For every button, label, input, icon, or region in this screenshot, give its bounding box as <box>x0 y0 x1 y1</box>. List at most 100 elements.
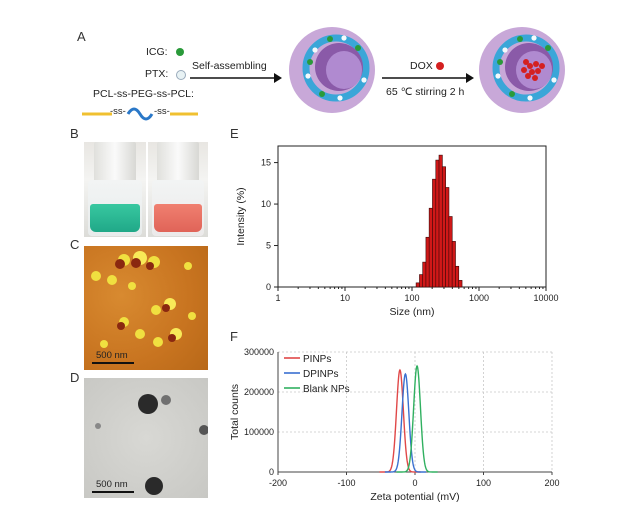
np-membrane <box>302 34 370 102</box>
histogram-bar <box>451 241 456 288</box>
y-tick-label: 15 <box>261 158 271 168</box>
tem-particle <box>138 394 158 414</box>
dox-cluster <box>521 59 545 81</box>
polymer-ss-left: -ss- <box>110 106 126 117</box>
x-tick-label: -200 <box>269 478 287 488</box>
y-tick-label: 200000 <box>244 387 274 397</box>
icg-molecule <box>355 45 361 51</box>
nanoparticle-dox-loaded <box>479 27 565 113</box>
panel-label-e: E <box>230 126 239 141</box>
histogram-bar <box>448 216 453 288</box>
ptx-molecule <box>312 47 318 53</box>
icg-dot <box>176 48 184 56</box>
series-line-1 <box>384 372 426 473</box>
dox-dot <box>436 62 444 70</box>
panel-label-c: C <box>70 237 80 252</box>
tem-particle <box>199 425 208 435</box>
y-tick-label: 100000 <box>244 427 274 437</box>
icg-molecule <box>497 59 503 65</box>
ptx-molecule <box>305 73 311 79</box>
dox-label: DOX <box>410 60 433 72</box>
ptx-molecule <box>337 95 343 101</box>
panel-label-f: F <box>230 329 238 344</box>
x-tick-label: 0 <box>412 478 417 488</box>
y-axis-label: Total counts <box>229 384 241 440</box>
ptx-molecule <box>502 47 508 53</box>
x-tick-label: -100 <box>337 478 355 488</box>
histogram-bar <box>441 166 446 288</box>
peg-segment <box>126 107 154 121</box>
plot-frame <box>277 145 547 288</box>
y-tick-label: 0 <box>269 467 274 477</box>
stirring-label: 65 ℃ stirring 2 h <box>386 86 465 98</box>
y-tick-label: 5 <box>266 241 271 251</box>
histogram-bar <box>438 154 443 288</box>
polymer-label: PCL-ss-PEG-ss-PCL: <box>93 88 194 100</box>
ptx-molecule <box>495 73 501 79</box>
icg-label: ICG: <box>146 46 168 58</box>
y-tick-label: 300000 <box>244 347 274 357</box>
ptx-molecule <box>551 77 557 83</box>
ptx-dot <box>176 70 186 80</box>
icg-molecule <box>319 91 325 97</box>
arrow-drug-loading <box>382 73 474 83</box>
x-tick-label: 200 <box>544 478 559 488</box>
tem-image: 500 nm <box>84 378 208 498</box>
x-tick-label: 10000 <box>533 293 558 303</box>
histogram-bar <box>422 261 427 288</box>
histogram-bar <box>432 178 437 288</box>
histogram-bar <box>445 187 450 288</box>
icg-molecule <box>327 36 333 42</box>
panel-label-d: D <box>70 370 80 385</box>
ptx-molecule <box>531 35 537 41</box>
histogram-bar <box>435 159 440 288</box>
tem-particle <box>145 477 163 495</box>
histogram-bar <box>428 207 433 288</box>
tem-scale-label: 500 nm <box>96 479 128 490</box>
nanoparticle-empty <box>289 27 375 113</box>
ptx-molecule <box>341 35 347 41</box>
icg-molecule <box>307 59 313 65</box>
y-tick-label: 0 <box>266 282 271 292</box>
panel-label-b: B <box>70 126 79 141</box>
polymer-ss-right: -ss- <box>154 106 170 117</box>
icg-molecule <box>517 36 523 42</box>
histogram-bar <box>419 274 424 288</box>
ptx-label: PTX: <box>145 68 169 80</box>
histogram-bar <box>455 265 460 288</box>
ptx-molecule <box>361 77 367 83</box>
legend-label-2: Blank NPs <box>303 384 350 395</box>
afm-particles <box>91 251 196 348</box>
afm-image: 500 nm <box>84 246 208 370</box>
polymer-diagram <box>82 107 198 121</box>
zeta-potential-chart: -200 -100 0 100 200 0 100000 200000 300000PINPsD… <box>229 347 560 503</box>
x-tick-label: 10 <box>340 293 350 303</box>
tem-particle <box>161 395 171 405</box>
y-tick-label: 10 <box>261 199 271 209</box>
tem-particle <box>95 423 101 429</box>
histogram-bar <box>425 236 430 288</box>
icg-molecule <box>509 91 515 97</box>
np-cavity-inner <box>326 51 362 89</box>
x-tick-label: 100 <box>476 478 491 488</box>
x-tick-label: 100 <box>404 293 419 303</box>
x-tick-label: 1 <box>275 293 280 303</box>
self-assembling-label: Self-assembling <box>192 60 267 72</box>
afm-scale-label: 500 nm <box>96 350 128 361</box>
histogram-bar <box>415 282 420 288</box>
legend-label-0: PINPs <box>303 354 331 365</box>
np-membrane <box>492 34 560 102</box>
x-axis-label: Zeta potential (mV) <box>370 491 459 503</box>
histogram-bar <box>458 280 463 288</box>
ptx-molecule <box>527 95 533 101</box>
panel-label-a: A <box>77 29 86 44</box>
photo-vial-red <box>148 142 208 237</box>
x-axis-label: Size (nm) <box>390 306 435 318</box>
y-axis-label: Intensity (%) <box>235 187 247 245</box>
arrow-self-assembly <box>190 73 282 83</box>
legend-label-1: DPINPs <box>303 369 339 380</box>
icg-molecule <box>545 45 551 51</box>
photo-vial-green <box>84 142 146 237</box>
series-line-2 <box>396 364 438 473</box>
